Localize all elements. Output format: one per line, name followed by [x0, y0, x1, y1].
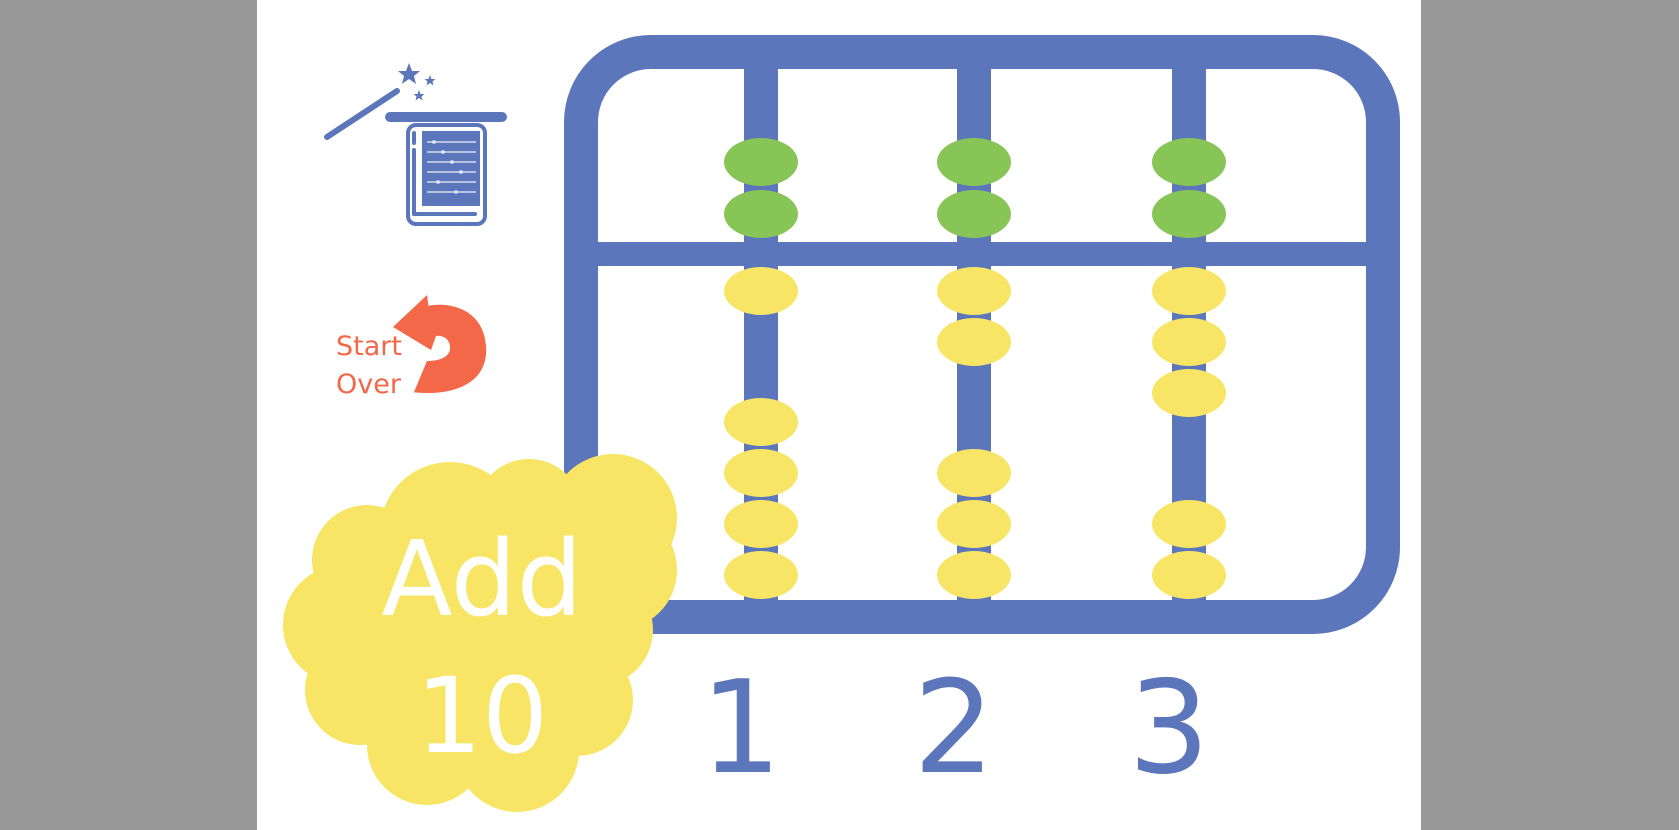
lower-bead[interactable]	[937, 318, 1011, 366]
lower-bead[interactable]	[724, 398, 798, 446]
lower-bead[interactable]	[937, 267, 1011, 315]
lower-bead[interactable]	[724, 267, 798, 315]
rod-label-2: 2	[913, 654, 994, 803]
abacus-frame	[564, 35, 1400, 634]
upper-bead[interactable]	[937, 190, 1011, 238]
lower-bead[interactable]	[1152, 500, 1226, 548]
abacus	[564, 35, 1400, 634]
prompt-line1: Add	[381, 518, 582, 640]
star-icon	[424, 75, 436, 86]
start-over-button[interactable]: Start Over	[336, 295, 487, 400]
lower-bead[interactable]	[724, 500, 798, 548]
lower-bead[interactable]	[724, 449, 798, 497]
undo-arrow-icon	[393, 295, 487, 394]
lower-bead[interactable]	[1152, 369, 1226, 417]
lower-bead[interactable]	[1152, 551, 1226, 599]
upper-bead[interactable]	[724, 190, 798, 238]
start-over-label-line2: Over	[336, 369, 402, 400]
prompt-line2: 10	[416, 655, 548, 777]
lower-bead[interactable]	[937, 449, 1011, 497]
upper-bead[interactable]	[724, 138, 798, 186]
lower-bead[interactable]	[937, 500, 1011, 548]
upper-bead[interactable]	[1152, 138, 1226, 186]
lower-bead[interactable]	[937, 551, 1011, 599]
cloud-shape	[283, 454, 677, 812]
star-icon	[413, 90, 425, 101]
rod-label-1: 1	[700, 654, 781, 803]
lower-bead[interactable]	[724, 551, 798, 599]
lower-bead[interactable]	[1152, 267, 1226, 315]
magic-wand-abacus-hat-icon[interactable]	[324, 63, 507, 226]
lower-bead[interactable]	[1152, 318, 1226, 366]
upper-bead[interactable]	[1152, 190, 1226, 238]
star-icon	[398, 63, 420, 84]
prompt-cloud: Add 10	[283, 454, 677, 812]
abacus-divider-bar	[581, 242, 1383, 266]
start-over-label-line1: Start	[336, 331, 402, 362]
upper-bead[interactable]	[937, 138, 1011, 186]
rod-label-3: 3	[1128, 654, 1209, 803]
abacus-beads	[724, 138, 1226, 599]
